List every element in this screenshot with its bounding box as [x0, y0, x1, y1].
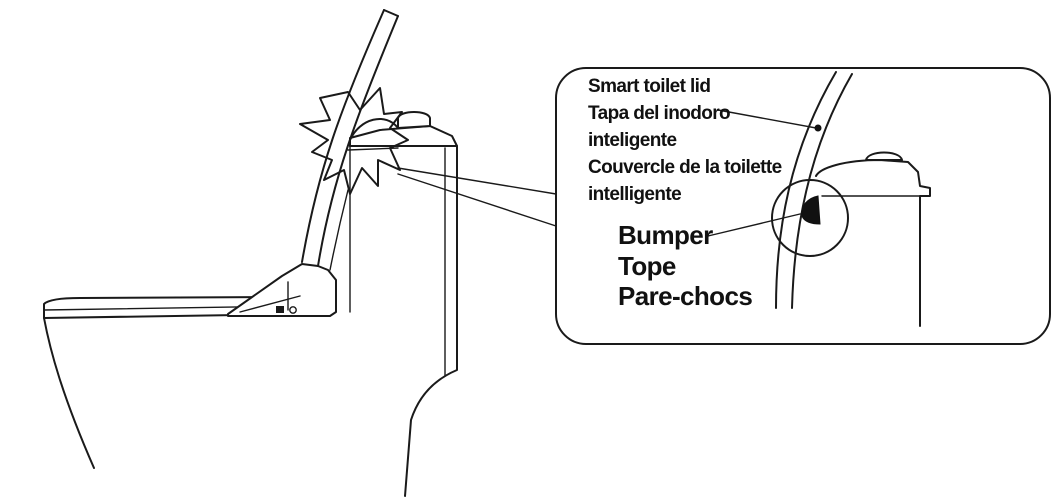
- lid-label-line-1: Smart toilet lid: [588, 76, 710, 97]
- raised-toilet-lid: [301, 9, 385, 263]
- seat-control-button: [289, 306, 297, 314]
- bumper-label-line-2: Tope: [618, 251, 676, 281]
- toilet-tank: [349, 139, 458, 497]
- zoom-guide-lines: [397, 167, 557, 227]
- zoomed-lid: [775, 71, 837, 309]
- magnifier-circle: [771, 179, 849, 257]
- seat-hinge-unit: [227, 263, 337, 317]
- lid-leader-dot: [814, 124, 822, 132]
- lid-label-line-5: intelligente: [588, 184, 681, 205]
- lid-label-line-4: Couvercle de la toilette: [588, 157, 782, 178]
- lid-leader-line: [717, 109, 817, 129]
- zoomed-flush-knob: [865, 151, 903, 161]
- bumper-label-line-1: Bumper: [618, 220, 713, 250]
- lid-label-line-3: inteligente: [588, 130, 676, 151]
- callout-panel: Smart toilet lid Tapa del inodoro inteli…: [555, 67, 1051, 345]
- bumper-contact-arc: [349, 118, 399, 141]
- flush-knob: [397, 111, 431, 129]
- toilet-illustration: [43, 9, 458, 497]
- bumper-label-line-3: Pare-chocs: [618, 281, 752, 311]
- seat-control-port: [276, 306, 284, 313]
- lid-label-line-2: Tapa del inodoro: [588, 103, 730, 124]
- bumper-icon: [801, 195, 821, 225]
- toilet-bowl-front: [43, 317, 95, 469]
- bumper-leader-line: [707, 213, 801, 237]
- impact-burst-icon: [299, 87, 409, 195]
